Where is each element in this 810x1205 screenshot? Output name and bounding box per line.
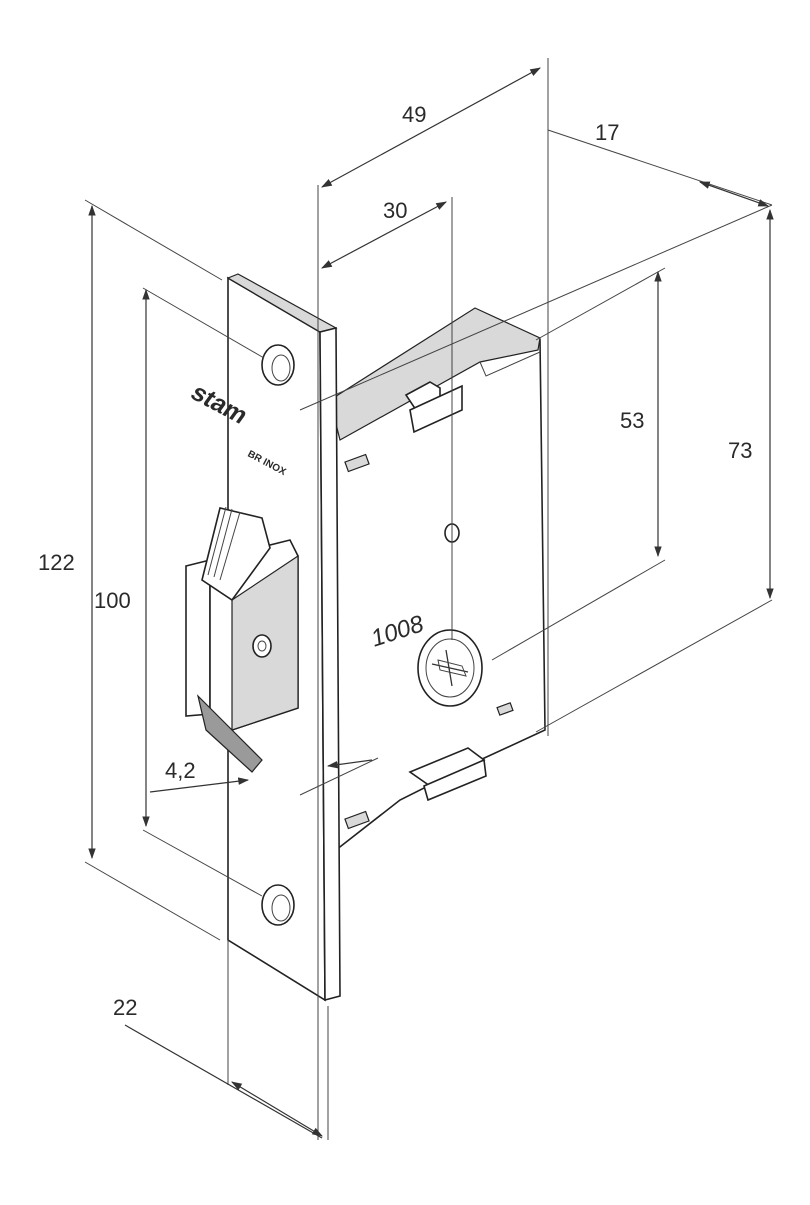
dim-122: 122: [38, 550, 75, 575]
dim-53: 53: [620, 408, 644, 433]
dim-73: 73: [728, 438, 752, 463]
latch-bolt-icon: [185, 506, 299, 773]
dimension-lines: [88, 67, 774, 1139]
dimension-labels: 122 100 4,2 22 49 30 17 53 73: [38, 102, 752, 1020]
dim-49: 49: [402, 102, 426, 127]
screw-hole-icon: [261, 344, 295, 386]
dim-100: 100: [94, 588, 131, 613]
dim-4-2: 4,2: [165, 758, 196, 783]
extension-lines: [84, 58, 773, 1140]
dim-22: 22: [113, 995, 137, 1020]
lock-case: [329, 307, 546, 852]
dim-30: 30: [383, 198, 407, 223]
dim-17: 17: [595, 120, 619, 145]
phillips-spindle-icon: [417, 629, 483, 707]
screw-hole-icon: [261, 884, 295, 926]
